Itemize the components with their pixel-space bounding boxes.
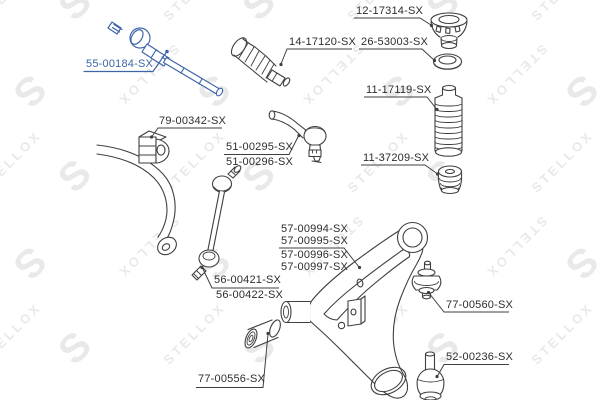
control-arm-drawing [280,221,429,399]
part-label-stabilizer-bushing[interactable]: 79-00342-SX [159,115,227,127]
part-label-tie-rod-end-right[interactable]: 51-00296-SX [226,156,294,168]
part-label-control-arm-1[interactable]: 57-00994-SX [281,223,349,235]
rack-boot-drawing [230,37,291,89]
stabilizer-link-drawing [191,165,242,281]
part-label-strut-mount[interactable]: 12-17314-SX [356,5,424,17]
part-label-shock-absorber-boot[interactable]: 11-17119-SX [366,84,432,96]
strut-mount-drawing [430,12,468,50]
shock-boot-drawing [434,84,463,157]
part-label-tie-rod-end-left[interactable]: 51-00295-SX [226,141,294,153]
callout-leaders [83,17,509,388]
part-label-control-arm-front-bushing[interactable]: 77-00556-SX [198,373,266,385]
part-label-stabilizer-link-left[interactable]: 56-00421-SX [214,274,282,286]
part-label-control-arm-rear-bushing[interactable]: 77-00560-SX [446,299,514,311]
part-label-control-arm-2[interactable]: 57-00995-SX [281,235,349,247]
part-label-stabilizer-link-right[interactable]: 56-00422-SX [216,289,284,301]
ball-joint-drawing [416,351,445,400]
part-label-ball-joint[interactable]: 52-00236-SX [446,351,514,363]
bump-stop-drawing [437,165,463,195]
part-label-tie-rod-axial-joint[interactable]: 55-00184-SX [86,58,154,70]
part-label-coil-spring-seat[interactable]: 26-53003-SX [361,36,429,48]
rear-bushing-drawing [411,260,442,300]
front-bushing-drawing [244,319,281,349]
tie-rod-end-drawing [268,110,327,163]
spring-seat-drawing [432,53,463,70]
stabilizer-bushing-drawing [138,130,170,164]
part-label-steering-rack-boot[interactable]: 14-17120-SX [289,36,357,48]
part-label-control-arm-4[interactable]: 57-00997-SX [281,261,349,273]
part-label-bump-stop[interactable]: 11-37209-SX [363,152,430,164]
part-label-control-arm-3[interactable]: 57-00996-SX [281,249,349,261]
stabilizer-bar-drawing [96,144,177,256]
tie-rod-drawing [107,21,224,97]
